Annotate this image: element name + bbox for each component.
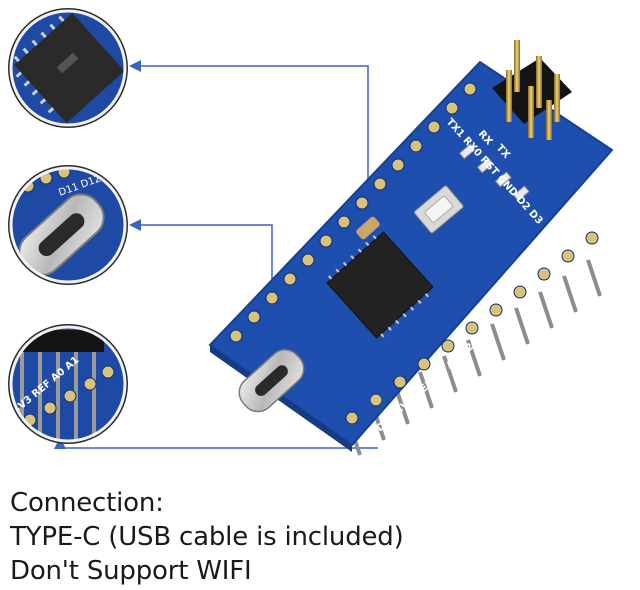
caption-line-wifi: Don't Support WIFI	[10, 556, 252, 586]
inset-pin-header: 3V3 REF A0 A1	[8, 324, 128, 444]
caption-line-type-c: TYPE-C (USB cable is included)	[10, 522, 404, 552]
caption: Connection: TYPE-C (USB cable is include…	[10, 486, 404, 588]
icsp-header	[492, 40, 572, 140]
pcb-body	[208, 60, 614, 447]
inset-usb-c: D11 D12	[8, 165, 128, 285]
nano-board: TX1 RX0 RST GND D2 D3 D13 3V3 REF A0 A1 …	[208, 40, 614, 456]
status-leds	[459, 143, 530, 202]
arrow-pins	[54, 437, 378, 449]
reset-button-shape	[413, 185, 464, 234]
caption-line-connection: Connection:	[10, 488, 164, 518]
bottom-pin-row	[345, 231, 599, 425]
inset-chip	[8, 8, 128, 128]
product-photo: TX1 RX0 RST GND D2 D3 D13 3V3 REF A0 A1 …	[8, 8, 614, 456]
top-pin-row	[229, 82, 477, 343]
mcu-chip	[326, 231, 434, 339]
usb-c-port	[238, 349, 305, 413]
arrow-chip	[129, 60, 369, 210]
crystal	[356, 216, 380, 240]
